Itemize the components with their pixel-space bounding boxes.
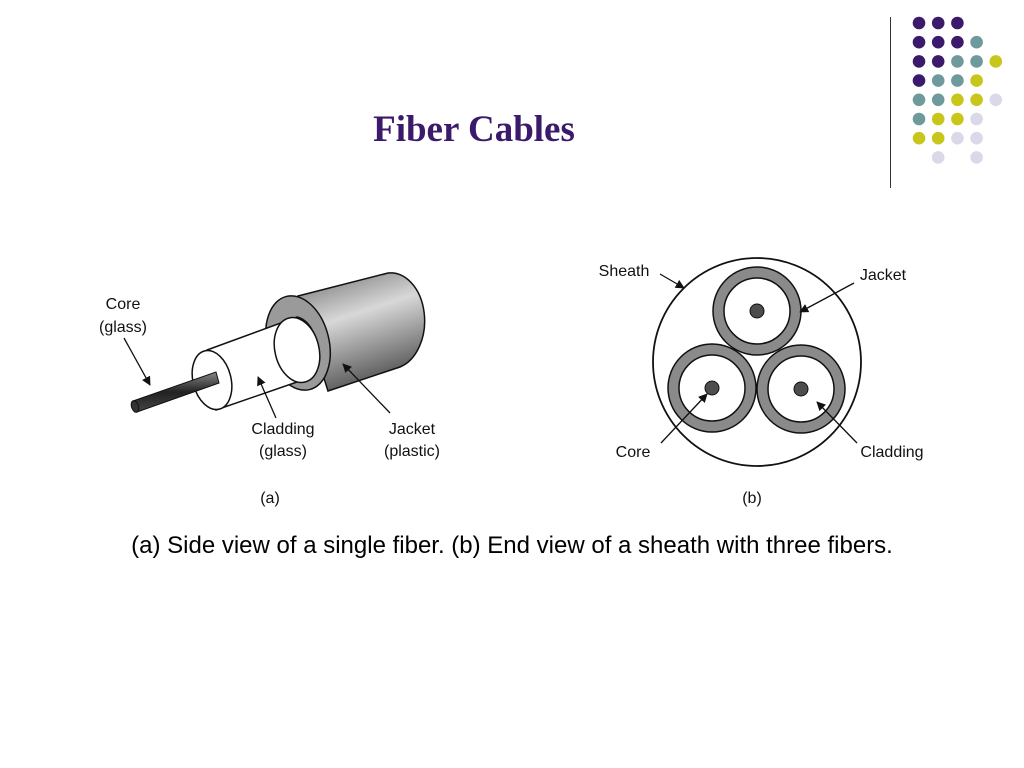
decorative-dot: [951, 16, 964, 30]
fiber-left: [667, 343, 757, 433]
decorative-dot: [912, 74, 926, 87]
panel-label-b: (b): [742, 490, 762, 507]
decorative-dot: [912, 55, 926, 68]
panel-label-a: (a): [260, 490, 280, 507]
jacket-end-arrow: [799, 282, 855, 313]
jacket-arrow: [342, 363, 391, 414]
decorative-dot: [931, 151, 945, 164]
core-end-arrow: [660, 393, 708, 444]
decorative-dot: [931, 74, 945, 87]
end-view-sheath: Sheath Jacket Core Cladding (b): [599, 257, 924, 507]
cladding-cylinder: [191, 316, 321, 412]
decorative-dot: [970, 112, 983, 126]
decorative-dot: [912, 16, 926, 30]
cladding-label-line1: Cladding: [251, 421, 314, 438]
decorative-dot: [912, 131, 926, 145]
figure-caption: (a) Side view of a single fiber. (b) End…: [131, 532, 893, 559]
core-label-line1: Core: [106, 296, 141, 313]
decorative-dot: [931, 16, 945, 30]
decorative-dot: [912, 35, 926, 49]
fiber-right: [756, 344, 846, 434]
decorative-dot: [951, 55, 964, 68]
decorative-dot: [931, 131, 945, 145]
decorative-dot: [970, 93, 983, 107]
decorative-dot: [970, 35, 983, 49]
cladding-arrow: [257, 376, 277, 419]
decorative-dot: [931, 93, 945, 107]
header-divider: [890, 17, 891, 188]
decorative-dot: [912, 93, 926, 107]
slide-title: Fiber Cables: [373, 109, 575, 150]
decorative-dot: [970, 131, 983, 145]
cladding-end-arrow: [816, 401, 858, 444]
decorative-dot: [931, 112, 945, 126]
sheath-label: Sheath: [599, 263, 650, 280]
cladding-label-line2: (glass): [259, 443, 307, 460]
decorative-dot: [951, 93, 964, 107]
core-arrow: [123, 337, 151, 386]
decorative-dot: [951, 131, 964, 145]
decorative-dot: [989, 93, 1003, 107]
decorative-dot: [970, 74, 983, 87]
side-view-fiber: Core (glass) Cladding (glass) Jacket (pl…: [99, 272, 440, 507]
decorative-dot: [989, 55, 1003, 68]
decorative-dot: [951, 112, 964, 126]
decorative-dot: [951, 74, 964, 87]
core-rod: [130, 371, 220, 413]
jacket-end-label: Jacket: [860, 267, 907, 284]
decorative-dot: [951, 35, 964, 49]
core-label-line2: (glass): [99, 319, 147, 336]
decorative-dot: [970, 151, 983, 164]
fiber-top: [712, 266, 802, 356]
decorative-dot: [931, 55, 945, 68]
decorative-dot-grid: [912, 16, 1003, 164]
sheath-arrow: [659, 273, 685, 289]
decorative-dot: [970, 55, 983, 68]
jacket-label-line1: Jacket: [389, 421, 436, 438]
jacket-label-line2: (plastic): [384, 443, 440, 460]
decorative-dot: [931, 35, 945, 49]
decorative-dot: [912, 112, 926, 126]
core-end-label: Core: [616, 444, 651, 461]
cladding-end-label: Cladding: [860, 444, 923, 461]
fiber-cable-figure: Core (glass) Cladding (glass) Jacket (pl…: [99, 257, 924, 507]
